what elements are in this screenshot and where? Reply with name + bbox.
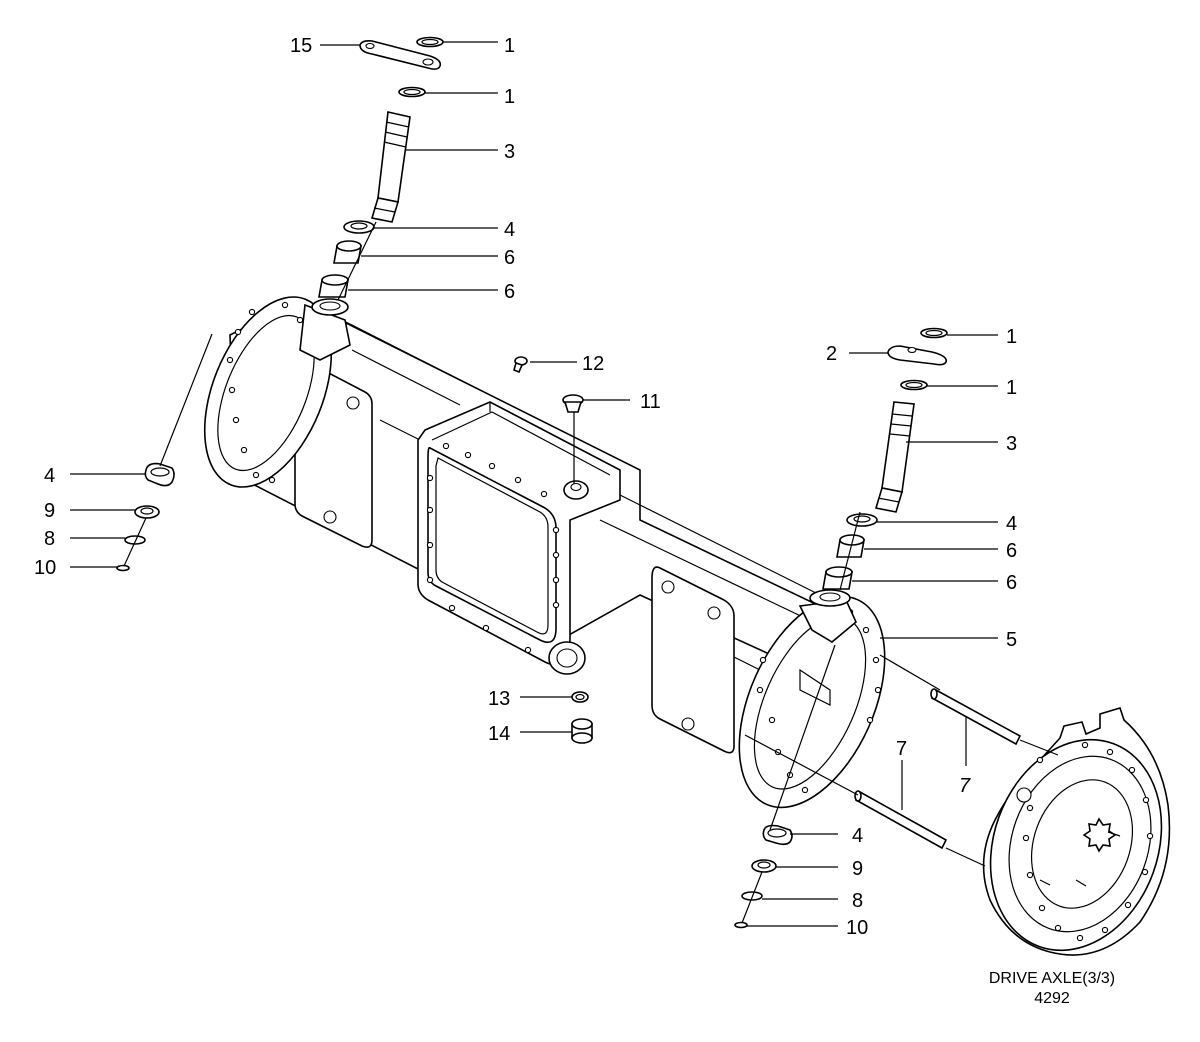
left-bearing-4 [343, 220, 375, 234]
right-flange [738, 589, 886, 809]
callout-labels: 15 1 1 3 4 6 6 12 11 4 9 8 10 1 2 1 3 4 … [34, 35, 1017, 939]
callout-4: 4 [504, 219, 515, 241]
callout-6: 6 [504, 247, 515, 269]
leader-lines [70, 41, 1059, 927]
callout-5: 5 [1006, 629, 1017, 651]
right-king-pin-3 [874, 401, 915, 513]
callout-1: 1 [1006, 326, 1017, 348]
caption-code: 4292 [1034, 990, 1070, 1007]
callout-2: 2 [826, 343, 837, 365]
callout-10: 10 [34, 557, 56, 579]
breather-plug-11 [562, 394, 584, 413]
left-snap-ring-1a [416, 36, 444, 48]
right-snap-ring-1c [920, 327, 948, 339]
dowel-pin-lower [854, 790, 948, 850]
drain-plug-14 [571, 718, 593, 744]
left-pivot-link-15 [359, 40, 442, 70]
o-ring-13 [571, 691, 589, 703]
left-bushing-6a [333, 240, 362, 264]
callout-6: 6 [1006, 572, 1017, 594]
right-pivot-link-2 [887, 345, 948, 366]
callout-13: 13 [488, 688, 510, 710]
left-lower-bearing-4 [144, 462, 175, 487]
left-lower-ring-8 [124, 535, 146, 545]
caption-title: DRIVE AXLE(3/3) [989, 970, 1115, 987]
callout-4: 4 [852, 825, 863, 847]
callout-3: 3 [1006, 433, 1017, 455]
callout-7: 7 [959, 775, 971, 797]
callout-9: 9 [852, 858, 863, 880]
callout-10: 10 [846, 917, 868, 939]
callout-7: 7 [896, 738, 907, 760]
callout-11: 11 [640, 391, 661, 413]
diagram-caption: DRIVE AXLE(3/3) 4292 [989, 970, 1115, 1007]
right-lower-bolt-10 [734, 921, 748, 929]
callout-12: 12 [582, 353, 604, 375]
left-bushing-6b [318, 274, 349, 298]
right-lower-bearing-4 [762, 824, 793, 846]
right-bushing-6a [836, 534, 865, 558]
callout-8: 8 [44, 528, 55, 550]
right-lower-seal-9 [751, 859, 777, 873]
vent-plug-12 [513, 356, 528, 374]
callout-6: 6 [1006, 540, 1017, 562]
left-flange [203, 296, 351, 488]
callout-1: 1 [504, 86, 515, 108]
center-carrier-housing [417, 401, 621, 675]
left-snap-ring-1b [398, 86, 426, 98]
callout-15: 15 [290, 35, 312, 57]
left-king-pin-3 [370, 111, 411, 223]
callout-3: 3 [504, 141, 515, 163]
wheel-hub-housing [982, 707, 1171, 956]
callout-4: 4 [44, 465, 55, 487]
left-lower-bolt-10 [116, 564, 130, 572]
right-snap-ring-1d [900, 379, 928, 391]
callout-1: 1 [1006, 377, 1017, 399]
left-lower-seal-9 [134, 505, 160, 519]
callout-1: 1 [504, 35, 515, 57]
right-bearing-4 [846, 513, 878, 527]
dowel-pin-upper [930, 688, 1022, 746]
right-cover-plate [651, 566, 735, 754]
callout-8: 8 [852, 890, 863, 912]
callout-6: 6 [504, 281, 515, 303]
callout-4: 4 [1006, 513, 1017, 535]
right-bushing-6b [822, 566, 853, 590]
callout-9: 9 [44, 500, 55, 522]
callout-14: 14 [488, 723, 510, 745]
